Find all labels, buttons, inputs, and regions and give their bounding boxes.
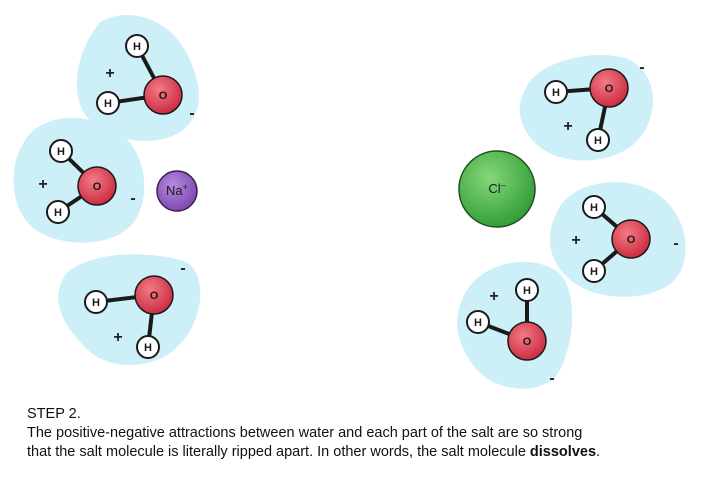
hydrogen-label: H <box>144 342 152 354</box>
hydrogen-label: H <box>104 98 112 110</box>
hydrogen-atom <box>466 310 490 334</box>
negative-sign: - <box>189 105 194 122</box>
svg-text:Cl–: Cl– <box>488 180 505 196</box>
water-halo <box>519 55 654 161</box>
chloride-ion-charge: – <box>501 180 506 190</box>
hydrogen-label: H <box>92 297 100 309</box>
negative-sign: - <box>639 59 644 76</box>
water-molecule-mid-right: H H O + - <box>549 182 686 297</box>
oxygen-atom <box>611 219 651 259</box>
hydrogen-label: H <box>133 41 141 53</box>
oxygen-label: O <box>93 181 102 193</box>
chloride-ion: Cl– <box>458 150 536 228</box>
svg-text:Na+: Na+ <box>166 182 188 198</box>
negative-sign: - <box>549 370 554 387</box>
positive-sign: + <box>113 329 122 346</box>
hydrogen-label: H <box>552 87 560 99</box>
hydrogen-atom <box>515 278 539 302</box>
oxygen-atom <box>589 68 629 108</box>
oxygen-label: O <box>159 90 168 102</box>
hydrogen-atom <box>586 128 610 152</box>
water-molecule-top-left: H H O + - <box>76 14 199 142</box>
negative-sign: - <box>180 260 185 277</box>
hydrogen-label: H <box>54 207 62 219</box>
caption-line-2-period: . <box>596 444 601 460</box>
oxygen-label: O <box>150 290 159 302</box>
positive-sign: + <box>563 118 572 135</box>
negative-sign: - <box>673 235 678 252</box>
positive-sign: + <box>105 65 114 82</box>
negative-sign: - <box>130 190 135 207</box>
hydrogen-atom <box>582 195 606 219</box>
caption: STEP 2. The positive-negative attraction… <box>27 405 707 462</box>
hydrogen-atom <box>49 139 73 163</box>
hydrogen-atom <box>46 200 70 224</box>
oxygen-atom <box>143 75 183 115</box>
hydrogen-label: H <box>594 135 602 147</box>
oxygen-label: O <box>605 83 614 95</box>
hydrogen-atom <box>125 34 149 58</box>
hydrogen-atom <box>84 290 108 314</box>
caption-step: STEP 2. <box>27 406 81 422</box>
dissolution-diagram: HHO+-HHO+-HHO+-HHO+-HHO+-HHO+- Na+ Cl– <box>13 14 686 389</box>
hydrogen-atom <box>544 80 568 104</box>
chloride-ion-symbol: Cl <box>488 181 500 196</box>
caption-line-2-text: that the salt molecule is literally ripp… <box>27 444 530 460</box>
sodium-ion: Na+ <box>156 170 198 212</box>
hydrogen-label: H <box>590 266 598 278</box>
water-molecule-bottom-right: H H O + - <box>457 261 573 389</box>
water-halo <box>457 261 573 389</box>
oxygen-atom <box>507 321 547 361</box>
water-molecule-mid-left: H H O + - <box>13 118 145 243</box>
positive-sign: + <box>38 176 47 193</box>
sodium-ion-symbol: Na <box>166 183 183 198</box>
hydrogen-atom <box>582 259 606 283</box>
positive-sign: + <box>489 288 498 305</box>
caption-line-1: The positive-negative attractions betwee… <box>27 425 583 441</box>
hydrogen-label: H <box>474 317 482 329</box>
caption-line-2: that the salt molecule is literally ripp… <box>27 443 707 462</box>
oxygen-atom <box>134 275 174 315</box>
hydrogen-label: H <box>523 285 531 297</box>
oxygen-label: O <box>523 336 532 348</box>
water-halo <box>58 254 201 366</box>
oxygen-label: O <box>627 234 636 246</box>
hydrogen-label: H <box>57 146 65 158</box>
water-molecule-bottom-left: H H O + - <box>58 254 201 366</box>
hydrogen-atom <box>136 335 160 359</box>
oxygen-atom <box>77 166 117 206</box>
positive-sign: + <box>571 232 580 249</box>
water-molecule-top-right: H H O + - <box>519 55 654 161</box>
hydrogen-label: H <box>590 202 598 214</box>
caption-dissolves-word: dissolves <box>529 444 597 460</box>
sodium-ion-charge: + <box>183 182 188 192</box>
hydrogen-atom <box>96 91 120 115</box>
